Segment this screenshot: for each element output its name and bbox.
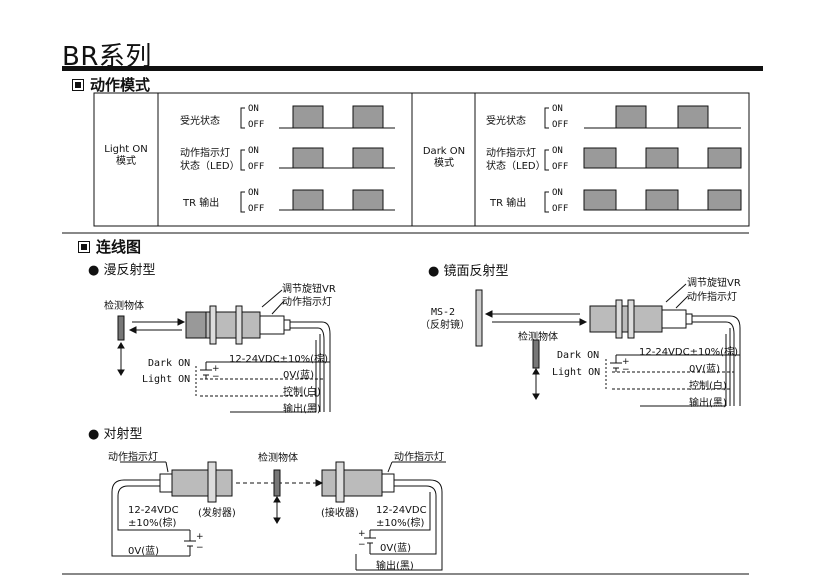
- diffuse-dark-on-label: Dark ON: [148, 358, 191, 369]
- on-label: ON: [552, 146, 563, 156]
- diffuse-type-title: ● 漫反射型: [88, 263, 156, 278]
- mirror-light-on-label: Light ON: [552, 367, 601, 378]
- mirror-white-wire-label: 控制(白): [689, 381, 727, 392]
- off-label: OFF: [248, 162, 265, 172]
- mirror-blue-wire-label: 0V(蓝): [689, 364, 721, 375]
- square-bullet-icon: [72, 78, 84, 91]
- on-label: ON: [248, 104, 259, 114]
- title-rule: [62, 66, 763, 71]
- diffuse-blue-wire-label: 0V(蓝): [283, 370, 315, 381]
- thru-object-label: 检测物体: [258, 453, 298, 464]
- minus-sign: −: [358, 540, 366, 550]
- section-operation-mode-heading: 动作模式: [72, 74, 150, 95]
- off-label: OFF: [552, 162, 569, 172]
- off-label: OFF: [248, 204, 265, 214]
- mirror-vr-label: 调节旋钮VR: [687, 278, 741, 289]
- off-label: OFF: [248, 120, 265, 130]
- mirror-reflector-mark: [475, 289, 483, 347]
- off-label: OFF: [552, 120, 569, 130]
- mirror-brown-wire-label: 12-24VDC±10%(棕): [639, 347, 738, 358]
- diffuse-object-label: 检测物体: [104, 301, 144, 312]
- plus-sign: +: [358, 529, 366, 539]
- mirror-dark-on-label: Dark ON: [557, 350, 600, 361]
- light-on-mode-label: Light ON 模式: [104, 144, 148, 167]
- plus-sign: +: [196, 532, 204, 542]
- diffuse-light-on-label: Light ON: [142, 374, 191, 385]
- mirror-black-wire-label: 输出(黑): [689, 398, 727, 409]
- thru-blue-right-label: 0V(蓝): [380, 543, 412, 554]
- dark-on-mode-label: Dark ON 模式: [422, 146, 466, 169]
- thru-supply-label: 12-24VDC ±10%(棕): [128, 505, 179, 529]
- diffuse-led-label: 动作指示灯: [282, 297, 332, 308]
- row-label-tr: TR 输出: [183, 198, 220, 209]
- row-label-tr-dark: TR 输出: [490, 198, 527, 209]
- mirror-object-label: 检测物体: [518, 332, 558, 343]
- mirror-led-label: 动作指示灯: [687, 292, 737, 303]
- section-operation-mode-label: 动作模式: [90, 76, 151, 94]
- thru-blue-left-label: 0V(蓝): [128, 546, 160, 557]
- section-wiring-label: 连线图: [96, 238, 142, 256]
- plus-sign: +: [212, 364, 220, 374]
- diffuse-black-wire-label: 输出(黑): [283, 404, 321, 415]
- thru-object-mark: [273, 469, 281, 497]
- row-label-receiving: 受光状态: [180, 116, 220, 127]
- minus-sign: −: [622, 365, 630, 375]
- diffuse-vr-label: 调节旋钮VR: [282, 284, 336, 295]
- minus-sign: −: [196, 543, 204, 553]
- row-label-receiving-dark: 受光状态: [486, 116, 526, 127]
- mirror-type-title: ● 镜面反射型: [428, 264, 509, 279]
- diffuse-brown-wire-label: 12-24VDC±10%(棕): [229, 354, 328, 365]
- section-wiring-heading: 连线图: [78, 236, 141, 257]
- diffuse-object-mark: [117, 315, 125, 341]
- row-label-led: 动作指示灯 状态（LED）: [180, 148, 240, 172]
- plus-sign: +: [622, 357, 630, 367]
- minus-sign: −: [212, 372, 220, 382]
- on-label: ON: [248, 188, 259, 198]
- thru-black-wire-label: 输出(黑): [376, 561, 414, 572]
- thru-led-left-label: 动作指示灯: [108, 452, 158, 463]
- thru-emitter-label: (发射器): [198, 508, 236, 519]
- on-label: ON: [552, 104, 563, 114]
- mirror-object-mark: [532, 339, 540, 369]
- on-label: ON: [552, 188, 563, 198]
- thru-receiver-label: (接收器): [321, 508, 359, 519]
- mirror-ms2-label: MS-2 （反射镜）: [420, 307, 470, 331]
- row-label-led-dark: 动作指示灯 状态（LED）: [486, 148, 546, 172]
- off-label: OFF: [552, 204, 569, 214]
- thru-supply-right-label: 12-24VDC ±10%(棕): [376, 505, 427, 529]
- square-bullet-icon: [78, 240, 90, 253]
- on-label: ON: [248, 146, 259, 156]
- thru-led-right-label: 动作指示灯: [394, 452, 444, 463]
- thru-type-title: ● 对射型: [88, 427, 143, 442]
- diffuse-white-wire-label: 控制(白): [283, 387, 321, 398]
